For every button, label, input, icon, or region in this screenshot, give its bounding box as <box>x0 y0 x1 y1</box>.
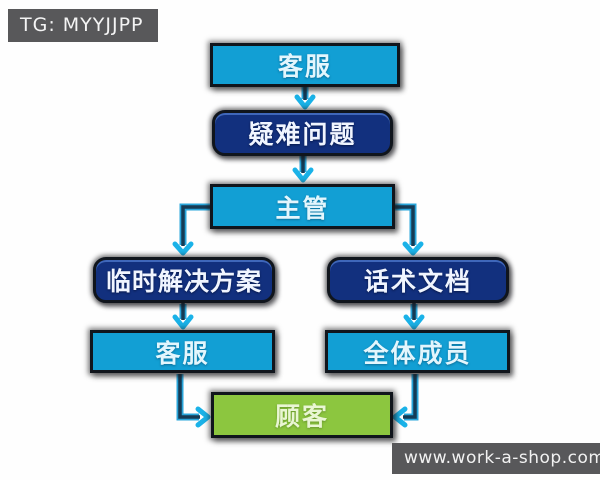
node-zhuguan: 主管 <box>210 184 395 229</box>
tg-badge-label: TG: MYYJJPP <box>20 14 144 36</box>
node-label: 疑难问题 <box>248 120 357 149</box>
watermark: www.work-a-shop.com <box>392 443 600 474</box>
node-kefu-left: 客服 <box>90 330 275 373</box>
watermark-label: www.work-a-shop.com <box>404 448 600 468</box>
node-label: 全体成员 <box>363 338 472 368</box>
node-huashu-wendang: 话术文档 <box>327 257 509 303</box>
node-label: 客服 <box>155 338 210 368</box>
connector-kefu-to-yinan <box>294 85 316 110</box>
connector-kefu-to-guke <box>176 374 211 428</box>
connector-huashu-to-quanti <box>403 303 425 330</box>
connector-linshi-to-kefu <box>172 303 194 330</box>
node-kefu-top: 客服 <box>210 43 400 87</box>
connector-yinan-to-zhuguan <box>292 155 314 183</box>
node-linshi-fangan: 临时解决方案 <box>93 257 275 303</box>
node-label: 顾客 <box>274 402 329 431</box>
node-label: 客服 <box>277 52 332 81</box>
node-label: 临时解决方案 <box>105 267 262 296</box>
node-label: 主管 <box>275 193 330 223</box>
connector-zhuguan-to-linshi <box>172 203 211 256</box>
node-quanti-chengyuan: 全体成员 <box>325 330 510 373</box>
node-guke: 顾客 <box>211 392 393 438</box>
connector-quanti-to-guke <box>392 374 419 428</box>
tg-badge: TG: MYYJJPP <box>8 9 158 42</box>
node-yinan-wenti: 疑难问题 <box>212 110 393 156</box>
node-label: 话术文档 <box>363 267 472 296</box>
connector-zhuguan-to-huashu <box>394 203 424 256</box>
